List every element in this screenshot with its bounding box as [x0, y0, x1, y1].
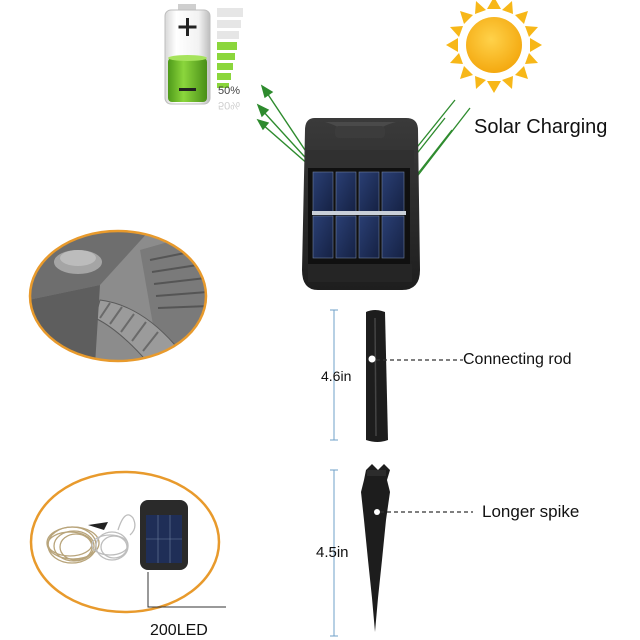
connecting-rod — [366, 310, 388, 442]
kit-contents-image — [29, 470, 226, 614]
battery-level-label: 50% — [218, 85, 241, 97]
connecting-rod-label: Connecting rod — [463, 351, 572, 368]
close-up-detail-image — [28, 229, 208, 363]
svg-text:50%: 50% — [218, 99, 240, 111]
rod-dimension-line — [330, 309, 338, 441]
spike-dimension-line — [330, 469, 338, 637]
kit-led-count-label: 200LED — [150, 622, 208, 639]
solar-panel-box — [302, 118, 420, 290]
sun-icon — [446, 0, 542, 93]
battery-level-meter: 50% — [217, 8, 243, 111]
solar-charging-label: Solar Charging — [474, 116, 608, 138]
rod-dimension-label: 4.6in — [321, 368, 352, 384]
spike-dimension-label: 4.5in — [316, 544, 349, 561]
battery-icon — [164, 4, 211, 105]
longer-spike-label: Longer spike — [482, 502, 580, 521]
ground-spike — [361, 464, 390, 632]
